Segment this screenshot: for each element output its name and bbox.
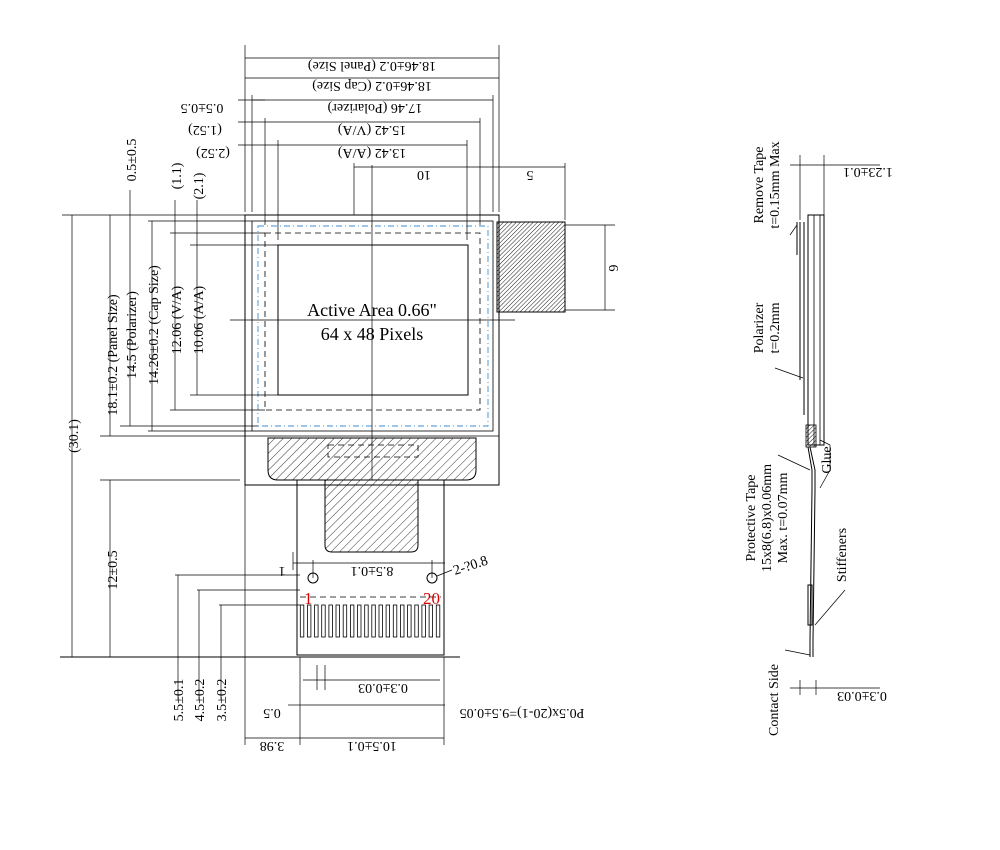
dim-polarizer-offset: 0.5±0.5 bbox=[181, 100, 224, 115]
dim-fpc-length: 12±0.5 bbox=[106, 550, 121, 589]
contact-pad bbox=[299, 604, 305, 638]
top-dimensions bbox=[238, 45, 615, 311]
left-dimensions bbox=[62, 190, 300, 700]
contact-pad bbox=[414, 604, 419, 638]
holes-label: 2-?0.8 bbox=[452, 554, 490, 579]
dim-thickness: 1.23±0.1 bbox=[843, 164, 893, 179]
dim-va-height: 12.06 (V/A) bbox=[170, 285, 185, 354]
pixels-label: 64 x 48 Pixels bbox=[321, 324, 424, 344]
contact-pad bbox=[400, 604, 405, 638]
dim-six: 6 bbox=[605, 265, 620, 272]
protective-tape-size: 15x8(6.8)x0.06mm bbox=[760, 464, 775, 572]
contact-pad bbox=[371, 604, 376, 638]
dim-side: 3.98 bbox=[260, 738, 285, 753]
glue-label: Glue bbox=[820, 446, 835, 473]
fpc-stiffener bbox=[324, 479, 419, 553]
hatched-tab bbox=[496, 221, 566, 313]
contact-pad bbox=[407, 604, 412, 638]
contact-pad bbox=[435, 604, 441, 638]
dim-aa-width: 13.42 (A/A) bbox=[337, 145, 406, 160]
contact-pads bbox=[299, 604, 441, 638]
dim-va-offset: (1.52) bbox=[188, 122, 222, 137]
dim-polarizer-height: 14.5 (Polarizer) bbox=[125, 291, 140, 379]
dim-fpc-thickness: 0.3±0.03 bbox=[837, 688, 887, 703]
contact-pad bbox=[428, 604, 434, 638]
dim-pin-one: 1 bbox=[279, 563, 286, 578]
view-area-outline bbox=[264, 232, 481, 411]
contact-pad bbox=[349, 604, 355, 638]
dim-5-5: 5.5±0.1 bbox=[172, 679, 187, 722]
contact-pad bbox=[392, 604, 398, 638]
dim-fpc-width: 10.5±0.1 bbox=[347, 738, 397, 753]
contact-pad bbox=[335, 604, 340, 638]
dim-4-5: 4.5±0.2 bbox=[193, 679, 208, 722]
dim-panel-width: 18.46±0.2 (Panel Size) bbox=[308, 58, 437, 73]
contact-side-label: Contact Side bbox=[767, 664, 782, 736]
dim-panel-height: 18.1±0.2 (Panel Size) bbox=[106, 294, 121, 416]
cap-outline bbox=[251, 220, 494, 432]
dim-cap-height: 14.26±0.2 (Cap Size) bbox=[147, 265, 162, 385]
polarizer-thickness: t=0.2mm bbox=[768, 302, 783, 353]
dim-pitch: P0.5x(20-1)=9.5±0.05 bbox=[460, 705, 585, 720]
bottom-dimensions bbox=[244, 485, 445, 745]
contact-pad bbox=[306, 604, 312, 638]
remove-tape-label: Remove Tape bbox=[752, 147, 767, 224]
fpc-bend-area bbox=[267, 437, 477, 481]
dim-half: 0.5 bbox=[263, 705, 281, 720]
dim-va-offset-left: (1.1) bbox=[170, 162, 185, 189]
pin-last-label: 20 bbox=[423, 589, 440, 608]
contact-pad bbox=[364, 604, 369, 638]
dim-pin-span: 8.5±0.1 bbox=[351, 563, 394, 578]
active-area-label: Active Area 0.66" bbox=[307, 300, 437, 320]
contact-pad bbox=[421, 604, 426, 638]
dim-aa-offset: (2.52) bbox=[196, 145, 230, 160]
front-view bbox=[60, 165, 566, 658]
dim-aa-height: 10.06 (A/A) bbox=[192, 285, 207, 354]
dim-top-offset: 0.5±0.5 bbox=[125, 139, 140, 182]
contact-pad bbox=[385, 604, 391, 638]
contact-pad bbox=[328, 604, 333, 638]
protective-tape-thickness: Max. t=0.07mm bbox=[776, 473, 791, 564]
dim-ten: 10 bbox=[417, 167, 431, 182]
polarizer-label: Polarizer bbox=[752, 302, 767, 353]
contact-pad bbox=[314, 604, 319, 638]
contact-pad bbox=[342, 604, 348, 638]
dim-va-width: 15.42 (V/A) bbox=[337, 122, 406, 137]
remove-tape-thickness: t=0.15mm Max bbox=[768, 141, 783, 228]
contact-pad bbox=[378, 604, 383, 638]
dim-3-5: 3.5±0.2 bbox=[215, 679, 230, 722]
side-view bbox=[774, 155, 880, 695]
dim-cap-width: 18.46±0.2 (Cap Size) bbox=[312, 78, 432, 93]
pin-first-label: 1 bbox=[304, 589, 313, 608]
dim-pin-width: 0.3±0.03 bbox=[358, 680, 408, 695]
protective-tape-label: Protective Tape bbox=[744, 474, 759, 561]
dim-aa-offset-left: (2.1) bbox=[192, 172, 207, 199]
stiffeners-label: Stiffeners bbox=[835, 528, 850, 582]
polarizer-outline bbox=[257, 225, 489, 427]
glass-stack bbox=[807, 214, 825, 446]
dim-five: 5 bbox=[527, 167, 534, 182]
dim-polarizer-width: 17.46 (Polarizer) bbox=[327, 100, 422, 115]
contact-pad bbox=[357, 604, 362, 638]
dim-total-height: (30.1) bbox=[67, 419, 82, 453]
contact-pad bbox=[321, 604, 326, 638]
